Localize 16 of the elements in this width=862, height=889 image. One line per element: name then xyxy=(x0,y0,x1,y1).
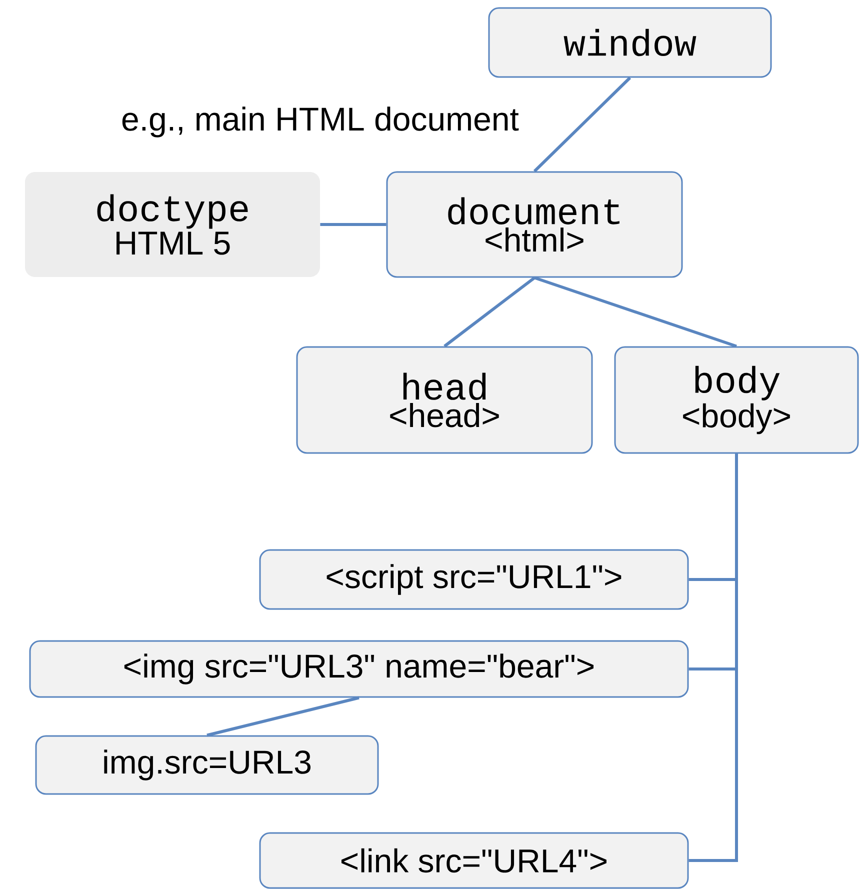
tree-node-box: img.src=URL3 xyxy=(35,735,379,795)
tree-node-box: <link src="URL4"> xyxy=(259,832,689,889)
connector-line xyxy=(444,276,536,348)
connector-line xyxy=(206,696,360,737)
connector-line xyxy=(533,76,632,172)
note-text: e.g., main HTML document xyxy=(122,106,519,138)
tree-node-box: head <head> xyxy=(296,346,593,454)
connector-line xyxy=(320,223,386,226)
tree-node-box: doctype HTML 5 xyxy=(25,172,320,277)
tree-node-box: <script src="URL1"> xyxy=(259,549,689,610)
connector-line xyxy=(534,276,737,348)
connector-line xyxy=(688,454,738,862)
tree-node-box: window xyxy=(488,7,772,78)
tree-node-box: document <html> xyxy=(386,171,683,278)
tree-node-box: <img src="URL3" name="bear"> xyxy=(29,640,689,698)
tree-node-box: body <body> xyxy=(614,346,859,454)
